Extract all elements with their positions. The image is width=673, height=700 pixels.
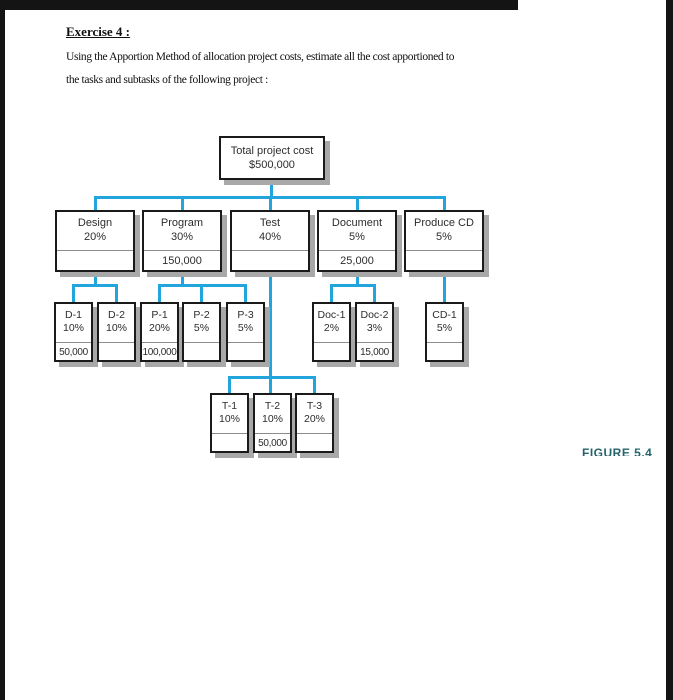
node-p3: P-3 5%: [226, 302, 265, 362]
node-percent-label: 10%: [261, 413, 283, 425]
node-percent-label: 20%: [303, 413, 325, 425]
connector-doc1-up: [330, 284, 333, 304]
node-name-label: Program: [160, 217, 204, 229]
node-percent-label: 5%: [436, 231, 452, 243]
node-value-label: 15,000: [357, 342, 392, 362]
node-design: Design 20%: [55, 210, 135, 272]
node-name-label: T-1: [221, 400, 238, 412]
node-value-label: 50,000: [255, 433, 290, 453]
node-name-label: Test: [259, 217, 281, 229]
node-p2: P-2 5%: [182, 302, 221, 362]
node-d2: D-2 10%: [97, 302, 136, 362]
node-value-label: [99, 342, 134, 343]
node-cd1: CD-1 5%: [425, 302, 464, 362]
connector-p2-up: [200, 284, 203, 304]
node-name-label: CD-1: [432, 309, 457, 321]
node-value-label: 150,000: [144, 250, 220, 272]
node-total-project-cost: Total project cost $500,000: [219, 136, 325, 180]
node-value-label: 25,000: [319, 250, 395, 272]
node-percent-label: 30%: [170, 231, 194, 243]
node-program: Program 30% 150,000: [142, 210, 222, 272]
node-t3: T-3 20%: [295, 393, 334, 453]
connector-t3-up: [313, 376, 316, 395]
node-t1: T-1 10%: [210, 393, 249, 453]
node-name-label: P-1: [151, 309, 168, 321]
node-name-label: D-1: [65, 309, 82, 321]
node-value-label: 100,000: [142, 342, 177, 362]
connector-d2-up: [115, 284, 118, 304]
exercise-title: Exercise 4 :: [66, 24, 131, 39]
node-value-label: [297, 433, 332, 434]
node-value-label: [314, 342, 349, 343]
connector-document-up: [356, 196, 359, 212]
node-percent-label: 2%: [323, 322, 340, 334]
node-value-label: [232, 250, 308, 251]
node-value-label: [57, 250, 133, 251]
node-name-label: P-3: [237, 309, 254, 321]
scan-border-top: [0, 0, 518, 10]
node-produce-cd: Produce CD 5%: [404, 210, 484, 272]
connector-document-rail: [330, 284, 376, 287]
node-percent-label: 5%: [349, 231, 365, 243]
node-value-label: $500,000: [249, 159, 295, 171]
node-name-label: T-3: [306, 400, 323, 412]
connector-cd1-drop: [443, 270, 446, 304]
node-percent-label: 20%: [83, 231, 107, 243]
scan-border-left: [0, 0, 5, 700]
node-name-label: D-2: [108, 309, 125, 321]
connector-p3-up: [244, 284, 247, 304]
node-percent-label: 10%: [105, 322, 127, 334]
node-percent-label: 10%: [218, 413, 240, 425]
scan-border-right: [666, 0, 673, 700]
connector-d1-up: [72, 284, 75, 304]
node-percent-label: 5%: [193, 322, 210, 334]
node-value-label: [406, 250, 482, 251]
node-value-label: [184, 342, 219, 343]
node-name-label: Document: [331, 217, 383, 229]
node-value-label: 50,000: [56, 342, 91, 362]
connector-design-rail: [72, 284, 118, 287]
connector-t1-up: [228, 376, 231, 395]
connector-test-up: [269, 196, 272, 212]
node-doc1: Doc-1 2%: [312, 302, 351, 362]
connector-test-rail: [228, 376, 316, 379]
node-name-label: Doc-1: [317, 309, 346, 321]
connector-program-drop: [181, 270, 184, 287]
node-d1: D-1 10% 50,000: [54, 302, 93, 362]
node-name-label: Total project cost: [230, 145, 314, 157]
node-percent-label: 40%: [258, 231, 282, 243]
node-doc2: Doc-2 3% 15,000: [355, 302, 394, 362]
connector-produce-cd-up: [443, 196, 446, 212]
node-name-label: T-2: [264, 400, 281, 412]
node-value-label: [228, 342, 263, 343]
node-document: Document 5% 25,000: [317, 210, 397, 272]
connector-p1-up: [158, 284, 161, 304]
connector-doc2-up: [373, 284, 376, 304]
figure-caption: FIGURE 5.4: [582, 446, 653, 456]
node-name-label: Design: [77, 217, 113, 229]
connector-test-drop: [269, 270, 272, 395]
connector-program-up: [181, 196, 184, 212]
node-test: Test 40%: [230, 210, 310, 272]
connector-document-drop: [356, 270, 359, 287]
body-text-line1: Using the Apportion Method of allocation…: [66, 51, 455, 63]
node-name-label: Doc-2: [360, 309, 389, 321]
node-p1: P-1 20% 100,000: [140, 302, 179, 362]
node-t2: T-2 10% 50,000: [253, 393, 292, 453]
node-percent-label: 5%: [237, 322, 254, 334]
node-value-label: [212, 433, 247, 434]
node-value-label: [427, 342, 462, 343]
node-name-label: P-2: [193, 309, 210, 321]
node-percent-label: 20%: [148, 322, 170, 334]
node-percent-label: 5%: [436, 322, 453, 334]
body-text-line2: the tasks and subtasks of the following …: [66, 74, 268, 86]
node-percent-label: 3%: [366, 322, 383, 334]
connector-root-drop: [270, 179, 273, 197]
node-name-label: Produce CD: [414, 217, 474, 229]
connector-design-up: [94, 196, 97, 212]
connector-design-drop: [94, 270, 97, 287]
node-percent-label: 10%: [62, 322, 84, 334]
